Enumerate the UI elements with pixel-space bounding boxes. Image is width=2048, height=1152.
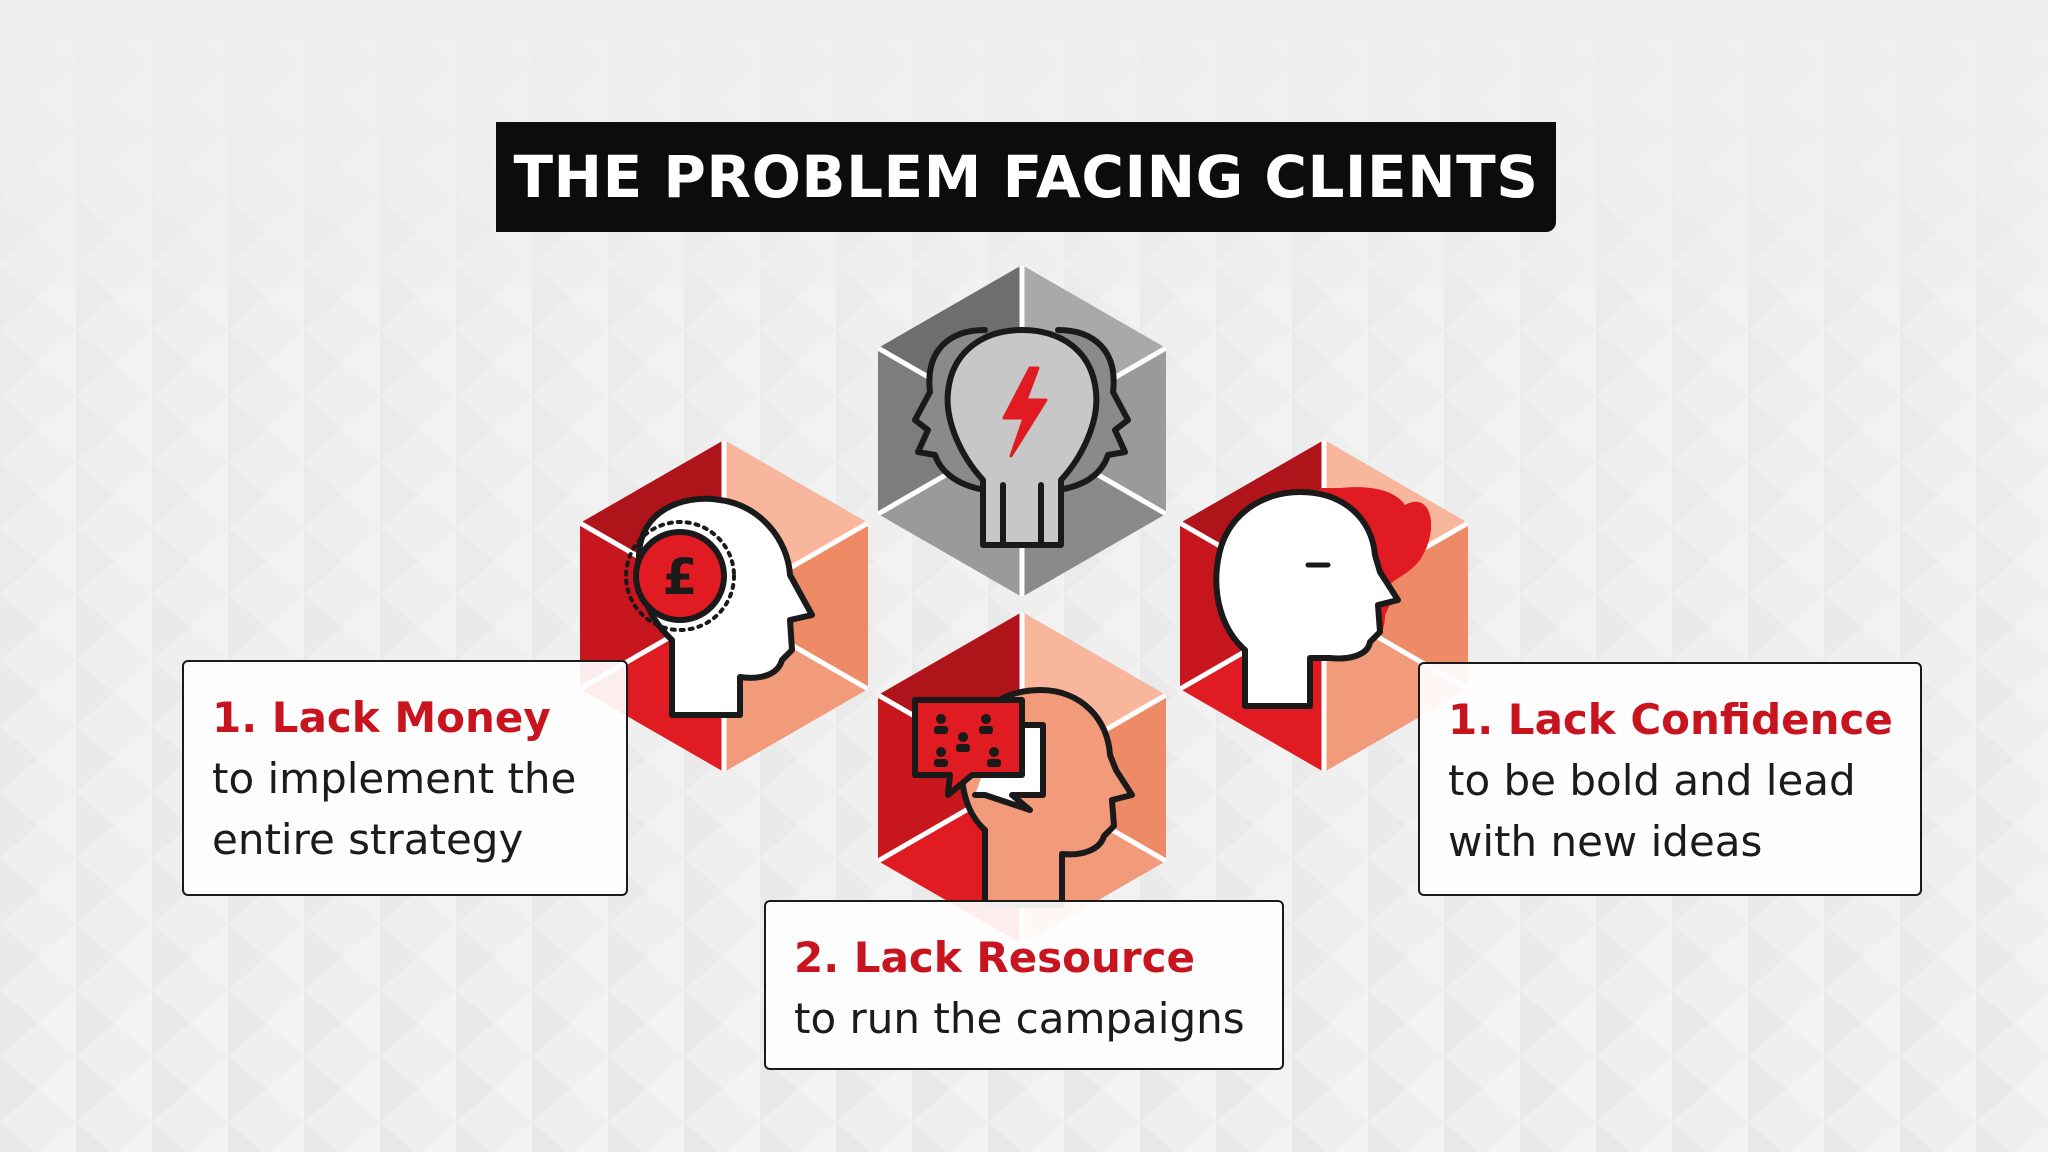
card-lack-confidence: 1. Lack Confidence to be bold and lead w… xyxy=(1418,662,1922,896)
head-pound-coin-icon: £ xyxy=(624,495,815,718)
card-line: with new ideas xyxy=(1448,817,1763,866)
svg-text:£: £ xyxy=(663,548,698,606)
page-title: THE PROBLEM FACING CLIENTS xyxy=(513,143,1539,211)
card-heading: 2. Lack Resource xyxy=(794,933,1196,982)
head-group-chat-icon xyxy=(912,687,1135,908)
card-line: to be bold and lead xyxy=(1448,756,1856,805)
card-lack-resource: 2. Lack Resource to run the campaigns xyxy=(764,900,1284,1070)
title-banner: THE PROBLEM FACING CLIENTS xyxy=(496,122,1556,232)
card-line: to run the campaigns xyxy=(794,994,1245,1043)
card-heading: 1. Lack Confidence xyxy=(1448,695,1893,744)
card-line: entire strategy xyxy=(212,815,524,864)
head-profile-icon xyxy=(1213,487,1432,715)
head-lightning-bolt-icon xyxy=(912,327,1131,548)
card-line: to implement the xyxy=(212,754,577,803)
card-heading: 1. Lack Money xyxy=(212,693,551,742)
card-lack-money: 1. Lack Money to implement the entire st… xyxy=(182,660,628,896)
